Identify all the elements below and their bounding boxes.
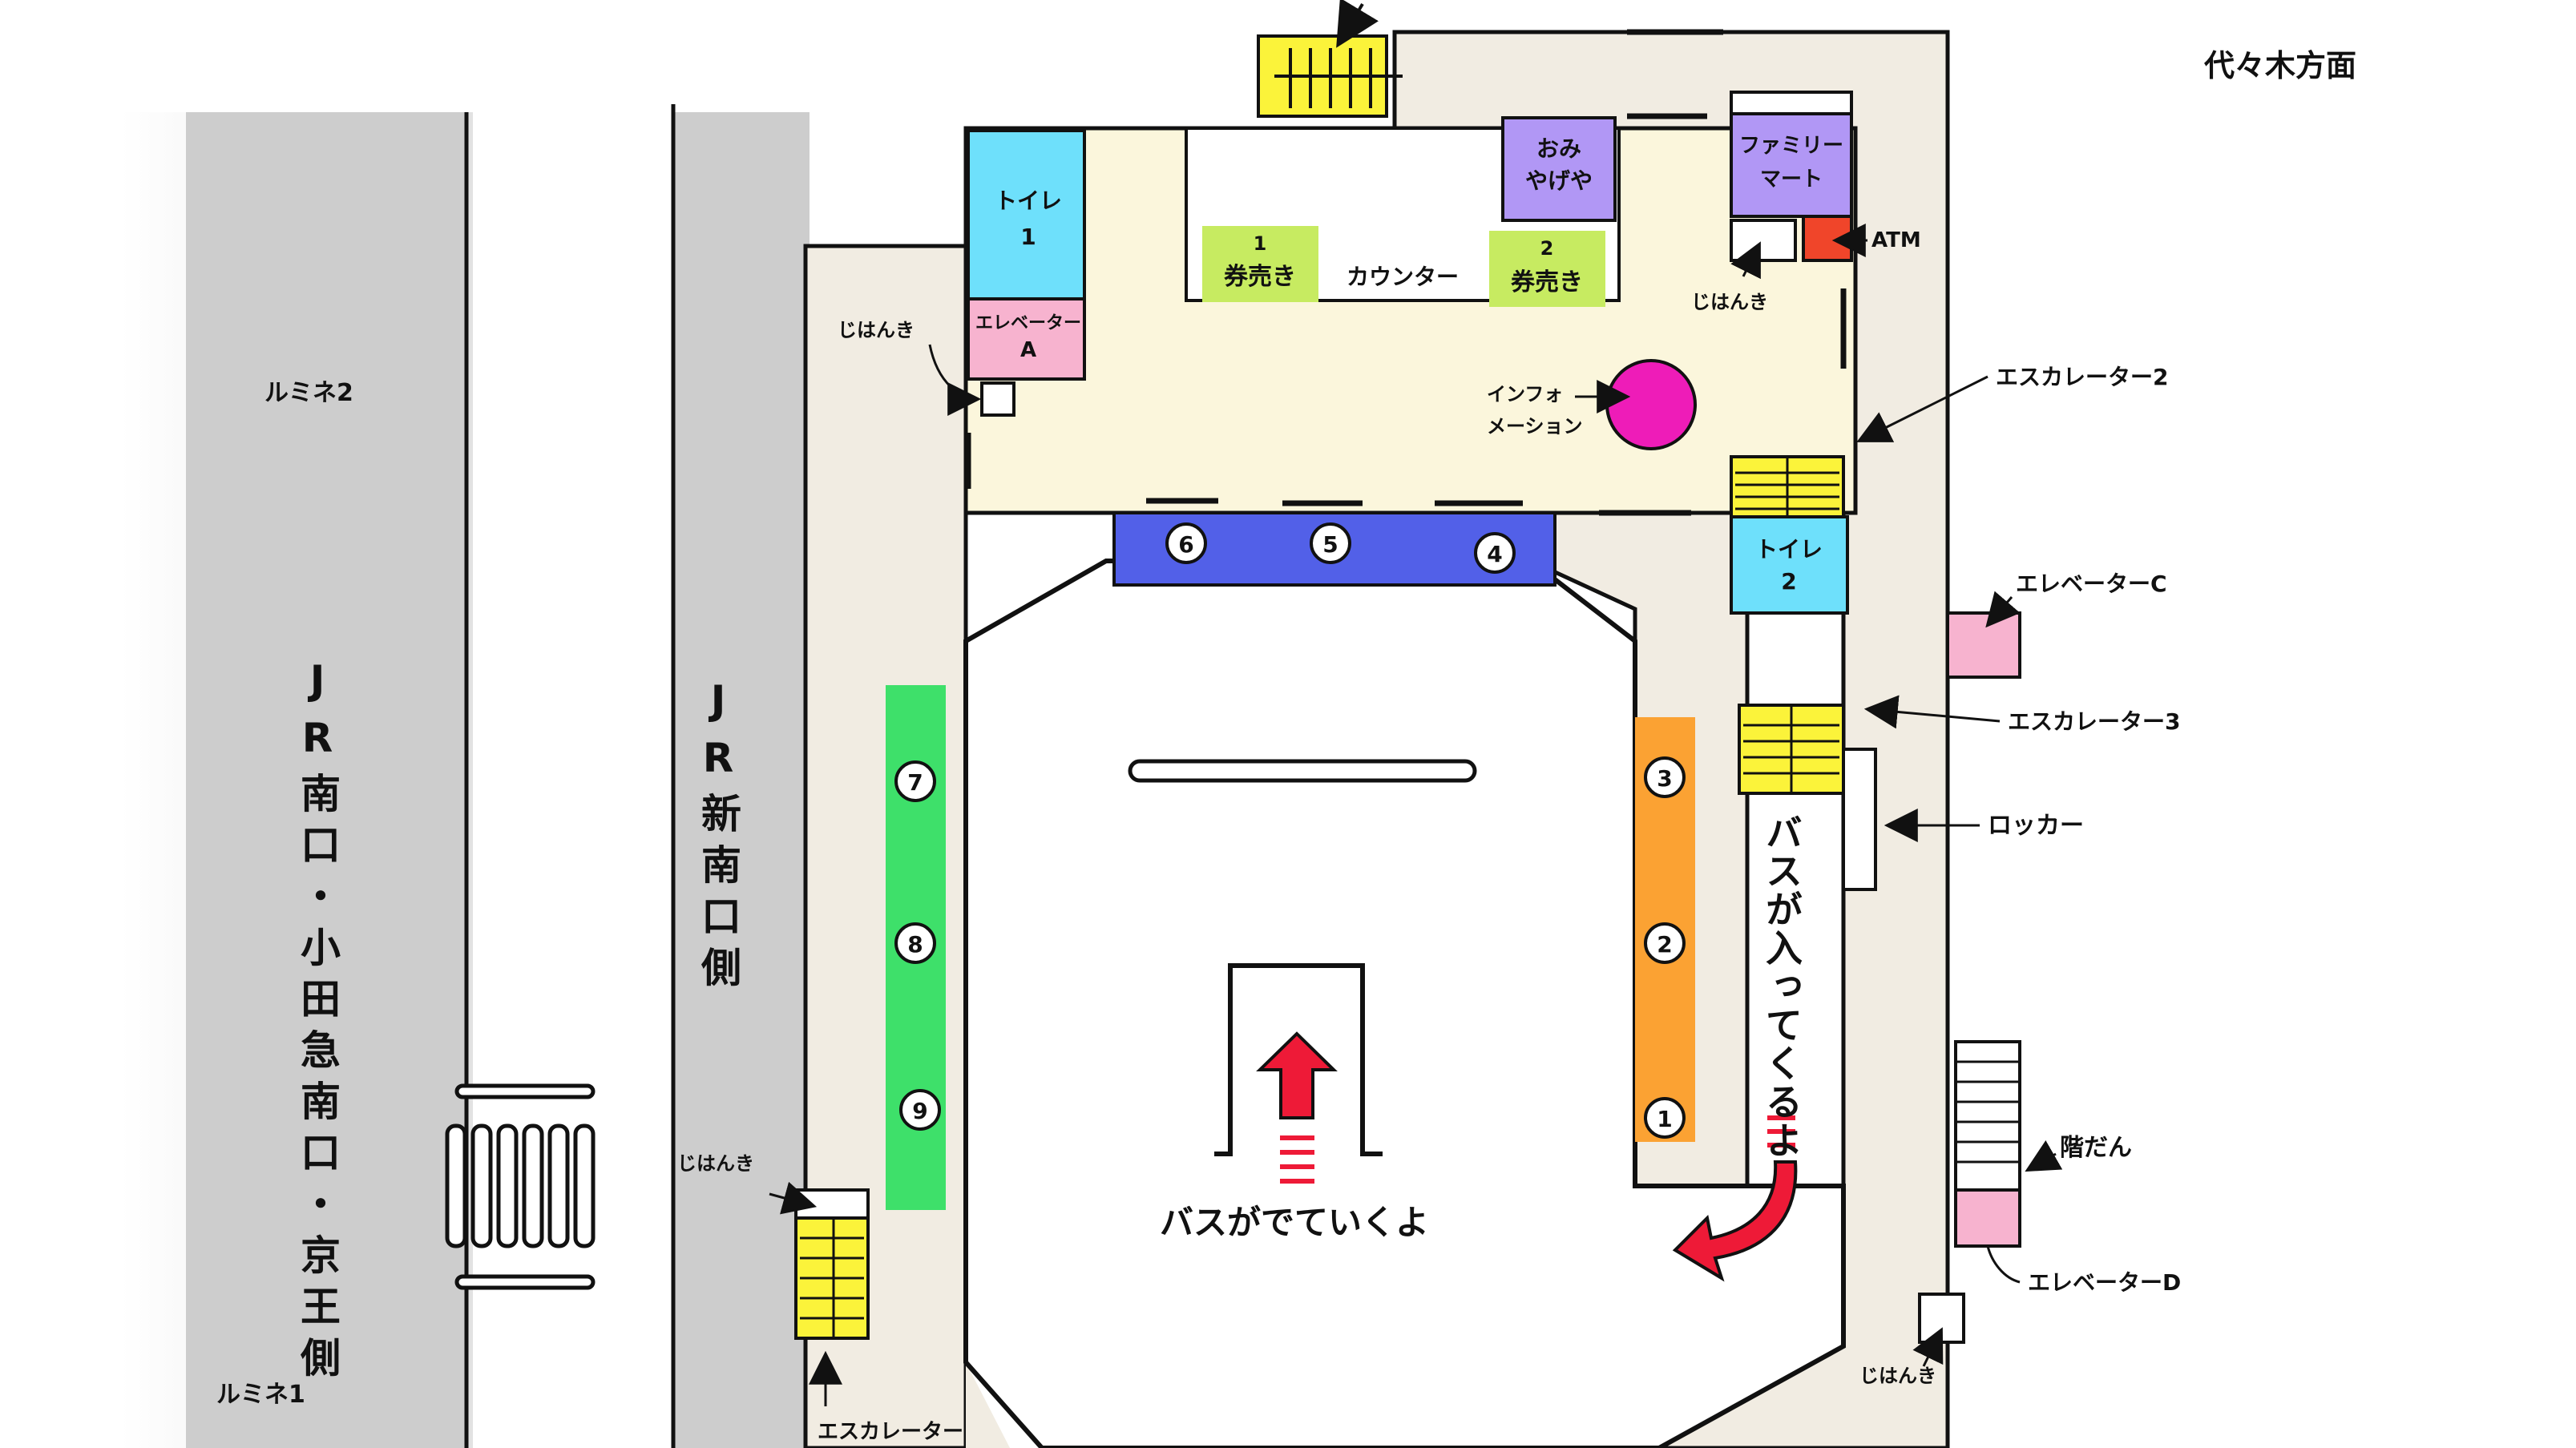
familymart[interactable] [1730,112,1853,218]
elevator-a-label: エレベーター [975,313,1081,333]
toilet-1[interactable] [967,129,1086,300]
locker[interactable] [1842,748,1877,891]
vending-label-a: じはんき [838,319,915,341]
ticket-machine-2-label: 券売き [1511,268,1583,296]
bus-stop-4[interactable]: 4 [1474,532,1516,574]
elevator-c[interactable] [1946,611,2021,679]
bus-stop-6[interactable]: 6 [1165,522,1207,564]
familymart-top [1730,91,1853,115]
lumine1-label: ルミネ1 [216,1381,305,1409]
stairs-label: 階だん [2060,1134,2132,1162]
escalator-1-label: エスカレーター [818,1420,963,1444]
toilet-2-label: トイレ [1755,536,1823,563]
souvenir-label-2: やげや [1525,167,1593,194]
vending-pointer-b [1730,241,1761,280]
bus-exit-lane [1214,963,1383,1156]
souvenir-label-1: おみ [1536,135,1581,162]
vending-pointer-a [928,344,982,416]
stairs[interactable] [1954,1040,2021,1192]
vending-machine-a[interactable] [980,381,1015,417]
escalator-3-pointer [1863,695,2001,729]
crosswalk [445,1083,596,1290]
svg-text:2: 2 [1657,931,1672,958]
bus-stop-8[interactable]: 8 [894,922,936,964]
rail-strip-right [673,112,810,1448]
information-label-1: インフォ [1487,383,1563,405]
bus-stop-7[interactable]: 7 [894,760,936,802]
escalator-top-pointer [1336,0,1379,48]
bus-stop-9[interactable]: 9 [899,1089,941,1131]
svg-text:9: 9 [912,1098,927,1124]
rail-strip-left [186,112,466,1448]
svg-text:5: 5 [1322,531,1338,558]
vending-machine-b[interactable] [1730,219,1797,262]
bus-exit-arrow [1256,1031,1338,1119]
toilet-2[interactable] [1730,515,1849,615]
bus-in-label: バスが入ってくるよ [1760,813,1803,1160]
ticket-machine-2[interactable] [1489,231,1605,307]
elevator-d-pointer [1986,1245,2021,1284]
escalator-2-pointer [1856,375,1989,442]
elevator-a-letter: A [1020,338,1036,362]
toilet-1-number: 1 [1020,224,1036,250]
escalator-3-label: エスカレーター3 [2008,708,2180,735]
bus-stop-2[interactable]: 2 [1644,922,1686,964]
ticket-machine-2-number: 2 [1540,237,1554,260]
bus-out-label: バスがでていくよ [1160,1203,1429,1242]
information-desk[interactable] [1605,359,1697,450]
bus-stop-1[interactable]: 1 [1644,1097,1686,1139]
escalator-2-label: エスカレーター2 [1996,364,2168,390]
bus-stop-3[interactable]: 3 [1644,756,1686,798]
svg-text:8: 8 [907,931,923,958]
svg-text:6: 6 [1178,531,1193,558]
familymart-label-2: マート [1760,167,1823,192]
vending-machine-c[interactable] [1918,1293,1965,1344]
vending-label-c: じはんき [1859,1365,1936,1387]
jr-new-south-side-label: JR新南口側 [695,677,741,998]
information-label-2: メーション [1487,415,1583,438]
vending-pointer-c [1912,1327,1944,1367]
yoyogi-direction-label: 代々木方面 [2204,48,2356,83]
ticket-machine-1-label: 券売き [1224,263,1296,291]
elevator-a[interactable] [967,297,1086,381]
elevator-d[interactable] [1954,1188,2021,1248]
atm-label: ATM [1871,228,1921,252]
stairs-pointer [2025,1140,2063,1172]
svg-text:7: 7 [907,769,923,796]
vending-label-b: じはんき [1691,291,1768,313]
vending-pointer-d [769,1181,818,1215]
elevator-c-label: エレベーターC [2016,571,2167,597]
svg-text:3: 3 [1657,765,1672,792]
toilet-2-number: 2 [1781,568,1796,595]
door-marks [965,29,1847,516]
lumine2-label: ルミネ2 [264,379,353,407]
ticket-machine-1-number: 1 [1254,232,1267,255]
familymart-label-1: ファミリー [1739,134,1843,158]
svg-text:4: 4 [1487,541,1502,567]
vending-label-d: じはんき [677,1152,754,1175]
ticket-machine-1[interactable] [1202,226,1318,302]
bus-stop-5[interactable]: 5 [1310,522,1351,564]
bus-entry-arrow [1672,1160,1798,1282]
svg-text:1: 1 [1657,1106,1672,1132]
bus-entry-dashes [1767,1115,1795,1148]
atm[interactable] [1802,215,1853,262]
jr-south-side-label: JR南口・小田急南口・京王側 [294,657,341,1388]
toilet-1-label: トイレ [995,188,1062,214]
bus-exit-dashes [1280,1135,1314,1184]
souvenir-shop[interactable] [1501,116,1617,222]
elevator-d-label: エレベーターD [2028,1269,2181,1296]
elevator-c-pointer [1985,591,2021,628]
counter-label: カウンター [1347,264,1459,290]
bus-lane-divider [1128,759,1477,783]
locker-label: ロッカー [1988,812,2084,840]
